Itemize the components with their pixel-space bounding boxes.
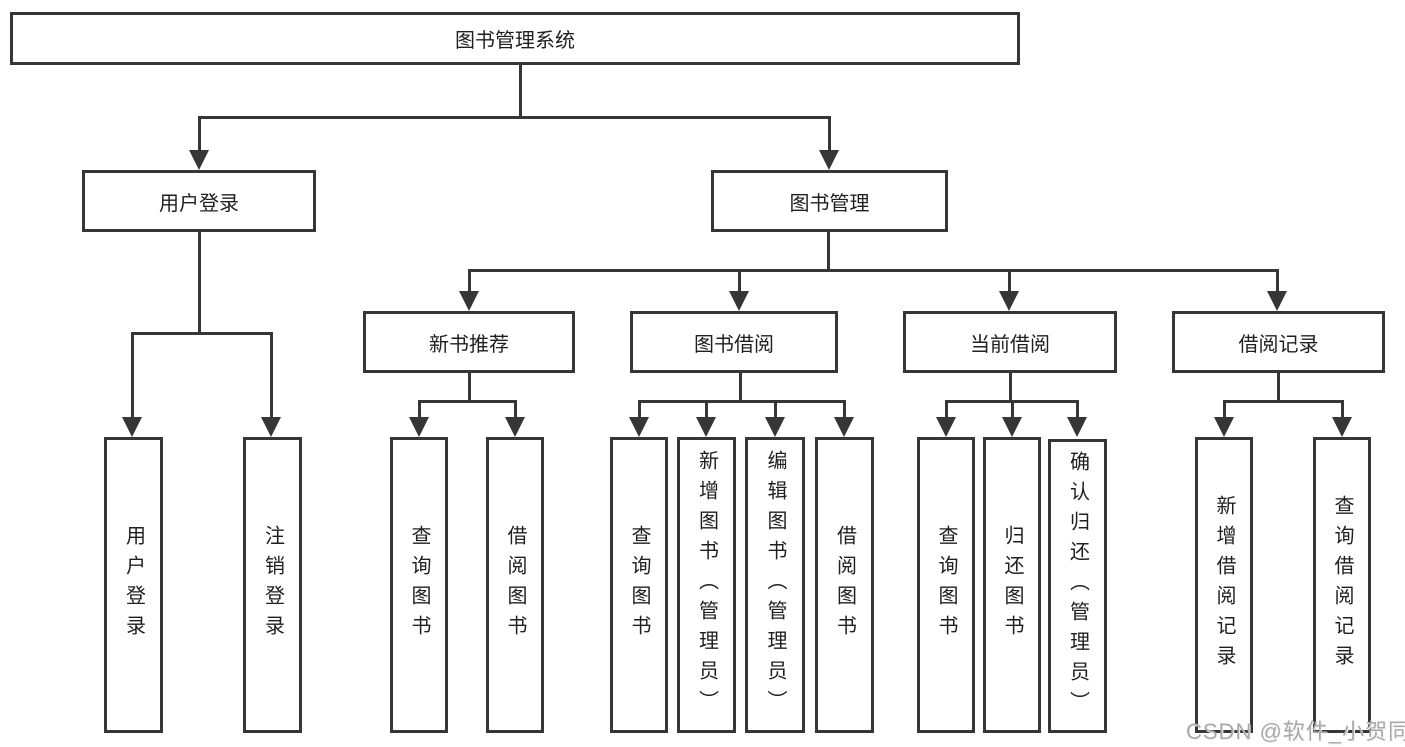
- arrowhead-bb-child4: [834, 417, 854, 437]
- leaf-cb-query-books-label: 查询图书: [935, 525, 957, 645]
- node-borrow-records: 借阅记录: [1172, 311, 1385, 373]
- connector-user-login-shaft: [198, 116, 201, 152]
- arrowhead-user-login: [189, 150, 209, 170]
- connector-root-vline: [519, 65, 522, 119]
- leaf-br-add-record: 新增借阅记录: [1195, 437, 1253, 733]
- node-user-login: 用户登录: [82, 170, 316, 232]
- node-book-borrow: 图书借阅: [630, 311, 838, 373]
- arrowhead-book-mgmt: [819, 150, 839, 170]
- arrowhead-cb-child2: [1002, 417, 1022, 437]
- connector-book-borrow-hbar: [638, 400, 846, 403]
- connector-new-books-hbar: [418, 400, 517, 403]
- node-new-books: 新书推荐: [363, 311, 575, 373]
- connector-ul-child2-shaft: [270, 332, 273, 417]
- arrowhead-bb-child1: [629, 417, 649, 437]
- arrowhead-borrow-records: [1267, 291, 1287, 311]
- arrowhead-bb-child3: [765, 417, 785, 437]
- leaf-cb-return-books: 归还图书: [983, 437, 1041, 733]
- connector-nb-child2-shaft: [514, 400, 517, 417]
- connector-root-hbar: [198, 116, 831, 119]
- leaf-logout-label: 注销登录: [261, 525, 284, 645]
- node-user-login-label: 用户登录: [159, 192, 239, 215]
- connector-book-borrow-shaft: [738, 269, 741, 291]
- leaf-bb-add-books: 新增图书（管理员）: [677, 437, 736, 733]
- node-book-mgmt: 图书管理: [711, 170, 948, 232]
- arrowhead-nb-child1: [409, 417, 429, 437]
- connector-new-books-shaft: [468, 269, 471, 291]
- connector-cb-child2-shaft: [1011, 400, 1014, 417]
- connector-ul-child1-shaft: [131, 332, 134, 417]
- leaf-bb-add-books-label: 新增图书（管理员）: [695, 450, 718, 720]
- connector-book-borrow-vline: [739, 373, 742, 403]
- arrowhead-nb-child2: [505, 417, 525, 437]
- leaf-cb-query-books: 查询图书: [917, 437, 975, 733]
- connector-nb-child1-shaft: [418, 400, 421, 417]
- arrowhead-br-child2: [1332, 417, 1352, 437]
- leaf-nb-borrow-books-label: 借阅图书: [504, 525, 526, 645]
- connector-br-child1-shaft: [1223, 400, 1226, 417]
- leaf-br-query-record: 查询借阅记录: [1313, 437, 1371, 733]
- connector-bb-child2-shaft: [705, 400, 708, 417]
- leaf-nb-borrow-books: 借阅图书: [486, 437, 544, 733]
- watermark: CSDN @软件_小贺同学: [1186, 719, 1405, 744]
- leaf-bb-edit-books: 编辑图书（管理员）: [745, 437, 805, 733]
- connector-bb-child3-shaft: [774, 400, 777, 417]
- leaf-cb-confirm-return-label: 确认归还（管理员）: [1066, 451, 1089, 721]
- connector-book-mgmt-hbar: [468, 269, 1279, 272]
- connector-borrow-records-shaft: [1276, 269, 1279, 291]
- arrowhead-current-borrow: [999, 291, 1019, 311]
- node-root-label: 图书管理系统: [455, 30, 575, 52]
- arrowhead-cb-child3: [1067, 417, 1087, 437]
- arrowhead-br-child1: [1214, 417, 1234, 437]
- node-book-borrow-label: 图书借阅: [694, 333, 774, 356]
- leaf-bb-edit-books-label: 编辑图书（管理员）: [764, 450, 786, 720]
- leaf-nb-query-books-label: 查询图书: [408, 525, 430, 645]
- arrowhead-book-borrow: [729, 291, 749, 311]
- connector-br-child2-shaft: [1341, 400, 1344, 417]
- leaf-bb-query-books: 查询图书: [610, 437, 668, 733]
- connector-current-borrow-shaft: [1008, 269, 1011, 291]
- leaf-logout: 注销登录: [243, 437, 302, 733]
- node-new-books-label: 新书推荐: [429, 333, 509, 356]
- leaf-br-query-record-label: 查询借阅记录: [1331, 495, 1353, 675]
- connector-user-login-vline: [198, 232, 201, 335]
- arrowhead-ul-child2: [261, 417, 281, 437]
- connector-book-mgmt-shaft: [828, 116, 831, 152]
- leaf-nb-query-books: 查询图书: [390, 437, 448, 733]
- leaf-user-login-label: 用户登录: [122, 525, 145, 645]
- leaf-bb-query-books-label: 查询图书: [628, 525, 650, 645]
- leaf-user-login: 用户登录: [104, 437, 163, 733]
- connector-new-books-vline: [468, 373, 471, 403]
- leaf-cb-confirm-return: 确认归还（管理员）: [1048, 439, 1107, 733]
- node-root: 图书管理系统: [10, 12, 1020, 65]
- connector-book-mgmt-vline: [827, 232, 830, 272]
- leaf-bb-borrow-books-label: 借阅图书: [833, 525, 856, 645]
- node-book-mgmt-label: 图书管理: [789, 192, 870, 215]
- node-borrow-records-label: 借阅记录: [1238, 333, 1319, 356]
- connector-current-borrow-vline: [1009, 373, 1012, 403]
- connector-cb-child1-shaft: [945, 400, 948, 417]
- leaf-br-add-record-label: 新增借阅记录: [1213, 495, 1235, 675]
- arrowhead-bb-child2: [696, 417, 716, 437]
- connector-bb-child4-shaft: [843, 400, 846, 417]
- arrowhead-new-books: [459, 291, 479, 311]
- leaf-cb-return-books-label: 归还图书: [1001, 525, 1023, 645]
- node-current-borrow: 当前借阅: [903, 311, 1117, 373]
- arrowhead-cb-child1: [936, 417, 956, 437]
- leaf-bb-borrow-books: 借阅图书: [815, 437, 874, 733]
- arrowhead-ul-child1: [122, 417, 142, 437]
- connector-cb-child3-shaft: [1076, 400, 1079, 417]
- connector-borrow-records-hbar: [1223, 400, 1343, 403]
- connector-user-login-hbar: [131, 332, 273, 335]
- connector-borrow-records-vline: [1277, 373, 1280, 403]
- connector-bb-child1-shaft: [638, 400, 641, 417]
- node-current-borrow-label: 当前借阅: [970, 333, 1050, 356]
